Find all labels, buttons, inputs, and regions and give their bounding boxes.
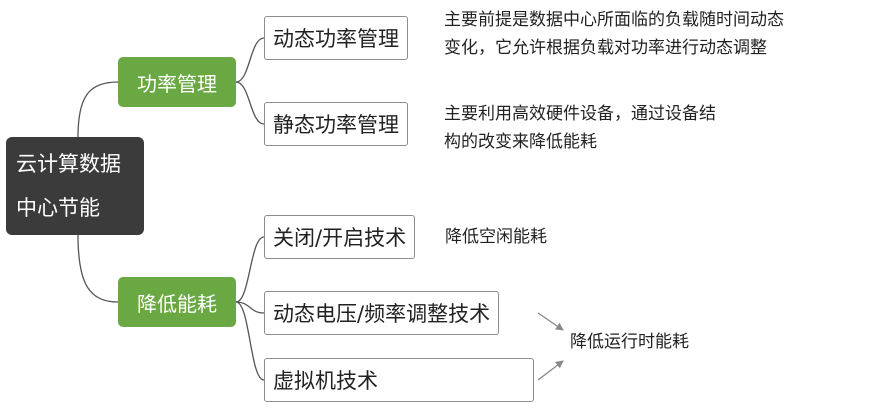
connector-power-to-static: [235, 81, 265, 125]
branch-energy-reduction[interactable]: 降低能耗: [118, 277, 236, 327]
note-dynamic-power-management: 主要前提是数据中心所面临的负载随时间动态 变化，它允许根据负载对功率进行动态调整: [444, 6, 784, 62]
note-line: 构的改变来降低能耗: [444, 132, 597, 152]
note-line: 主要前提是数据中心所面临的负载随时间动态: [444, 10, 784, 30]
branch-energy-reduction-label: 降低能耗: [137, 291, 217, 316]
arrow-dvfs-to-runtime-note: [537, 312, 564, 331]
connector-root-to-power-management: [77, 81, 119, 138]
connector-root-to-energy-reduction: [77, 234, 119, 303]
note-line: 主要利用高效硬件设备，通过设备结: [444, 104, 716, 124]
leaf-on-off-technique-label: 关闭/开启技术: [273, 226, 407, 250]
leaf-dvfs-technique[interactable]: 动态电压/频率调整技术: [264, 291, 500, 335]
leaf-virtual-machine-technique-label: 虚拟机技术: [273, 369, 378, 393]
leaf-static-power-management[interactable]: 静态功率管理: [264, 102, 408, 146]
note-line: 降低运行时能耗: [570, 332, 689, 352]
note-line: 降低空闲能耗: [445, 227, 547, 247]
root-node[interactable]: 云计算数据中心节能: [6, 137, 144, 235]
note-static-power-management: 主要利用高效硬件设备，通过设备结 构的改变来降低能耗: [444, 100, 716, 156]
branch-power-management[interactable]: 功率管理: [118, 57, 236, 107]
branch-power-management-label: 功率管理: [137, 71, 217, 96]
leaf-dvfs-technique-label: 动态电压/频率调整技术: [273, 302, 491, 326]
root-label: 云计算数据中心节能: [16, 152, 121, 220]
leaf-dynamic-power-management[interactable]: 动态功率管理: [264, 16, 408, 60]
leaf-virtual-machine-technique[interactable]: 虚拟机技术: [264, 358, 534, 402]
note-line: 变化，它允许根据负载对功率进行动态调整: [444, 38, 767, 58]
note-runtime-energy: 降低运行时能耗: [570, 328, 689, 356]
arrow-vm-to-runtime-note: [537, 360, 564, 381]
connector-energy-to-dvfs: [235, 301, 265, 314]
connector-energy-to-onoff: [235, 236, 265, 303]
leaf-on-off-technique[interactable]: 关闭/开启技术: [264, 215, 416, 259]
connector-power-to-dynamic: [235, 37, 265, 83]
leaf-static-power-management-label: 静态功率管理: [273, 113, 399, 137]
connector-energy-to-vm: [235, 301, 265, 381]
leaf-dynamic-power-management-label: 动态功率管理: [273, 27, 399, 51]
note-idle-energy: 降低空闲能耗: [445, 223, 547, 251]
